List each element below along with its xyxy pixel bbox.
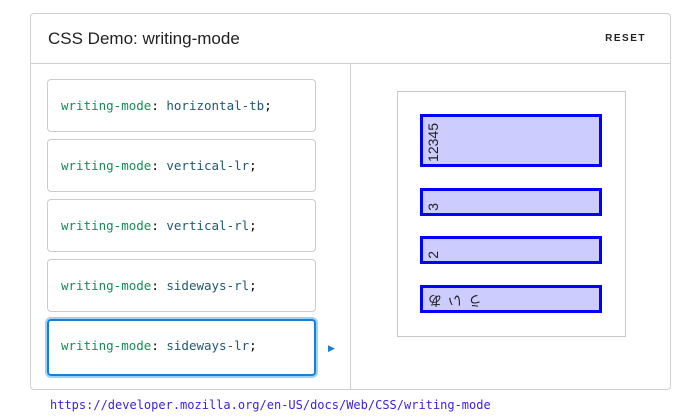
demo-title: CSS Demo: writing-mode [48, 29, 240, 48]
option-value: sideways-rl [166, 278, 250, 293]
option-value: horizontal-tb [166, 98, 265, 113]
box-text: 3 [425, 203, 441, 211]
option-horizontal-tb[interactable]: writing-mode: horizontal-tb; [47, 79, 316, 132]
play-arrow-icon: ▶ [328, 343, 335, 353]
option-property: writing-mode [61, 218, 152, 233]
option-property: writing-mode [61, 278, 152, 293]
option-property: writing-mode [61, 98, 152, 113]
option-sideways-rl[interactable]: writing-mode: sideways-rl; [47, 259, 316, 312]
reset-button[interactable]: RESET [605, 33, 646, 44]
docs-link[interactable]: https://developer.mozilla.org/en-US/docs… [50, 398, 491, 412]
box-text: 12345 [425, 123, 441, 162]
output-box: 3 [420, 188, 602, 216]
option-property: writing-mode [61, 338, 152, 353]
option-value: vertical-rl [166, 218, 250, 233]
option-property: writing-mode [61, 158, 152, 173]
options-panel: writing-mode: horizontal-tb; writing-mod… [31, 64, 351, 389]
demo-header: CSS Demo: writing-mode RESET [31, 14, 670, 64]
output-box: 12345 [420, 114, 602, 167]
box-text: 2 [425, 251, 441, 259]
output-box: 2 [420, 236, 602, 264]
option-sideways-lr[interactable]: writing-mode: sideways-lr; [47, 319, 316, 376]
option-value: vertical-lr [166, 158, 250, 173]
option-vertical-lr[interactable]: writing-mode: vertical-lr; [47, 139, 316, 192]
option-vertical-rl[interactable]: writing-mode: vertical-rl; [47, 199, 316, 252]
output-area: 12345 3 2 あいう [397, 91, 626, 337]
output-box: あいう [420, 285, 602, 313]
demo-card: CSS Demo: writing-mode RESET writing-mod… [30, 13, 671, 390]
option-value: sideways-lr [166, 338, 250, 353]
box-text: あいう [427, 294, 483, 308]
